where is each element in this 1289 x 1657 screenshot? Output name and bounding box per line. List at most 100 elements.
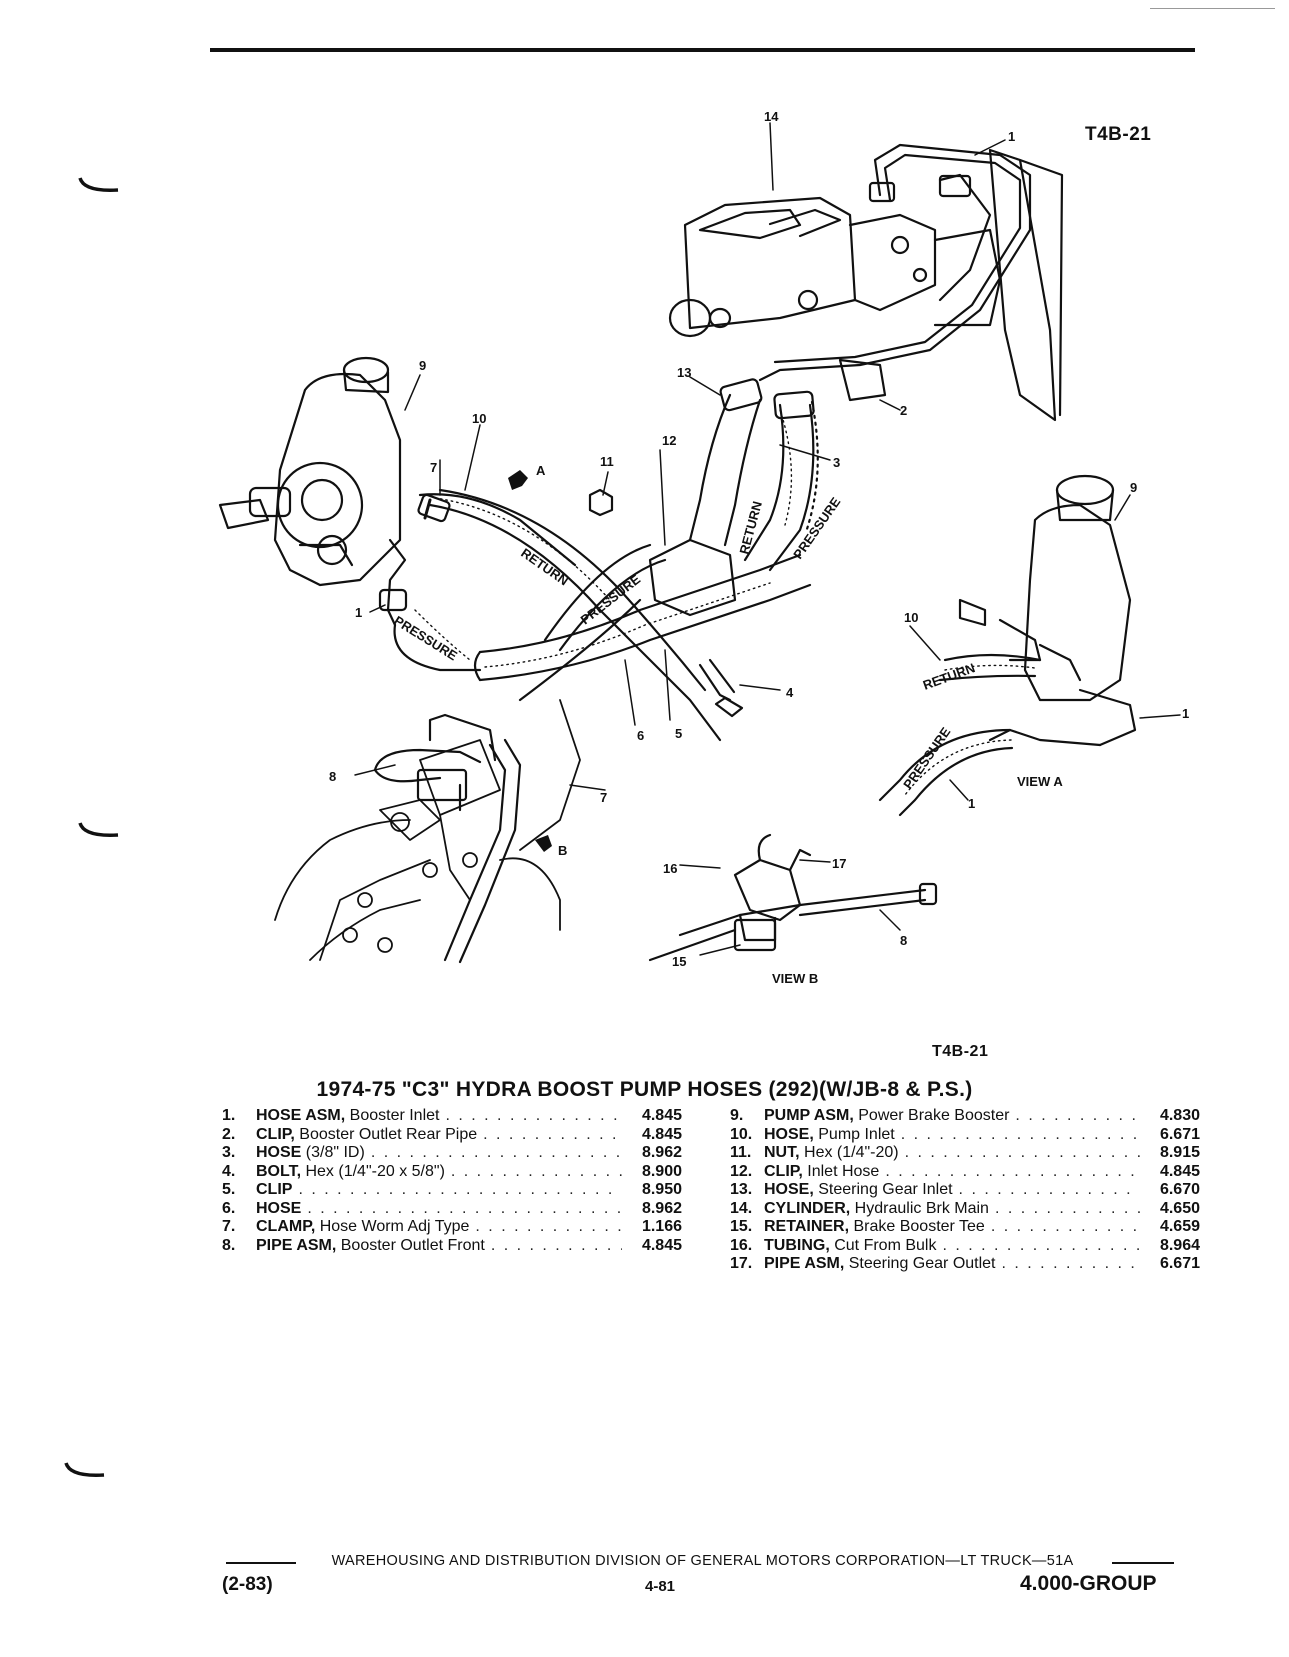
part-label: PIPE ASM, Booster Outlet Front xyxy=(256,1237,485,1256)
part-number: 11. xyxy=(730,1144,752,1161)
callout-7-upper: 7 xyxy=(430,460,437,475)
footer-page-number: 4-81 xyxy=(645,1578,676,1595)
dot-leader: . . . . . . . . . . . . . . . . . . . . … xyxy=(900,1125,1140,1143)
footer-dash-right xyxy=(1112,1562,1174,1564)
master-cylinder-drawing xyxy=(668,196,1002,338)
parts-list-row: 15.RETAINER, Brake Booster Tee. . . . . … xyxy=(730,1218,1200,1237)
part-description: Steering Gear Inlet xyxy=(813,1181,953,1198)
return-hose-label: RETURN xyxy=(518,545,571,588)
part-number: 17. xyxy=(730,1255,753,1272)
callout-12: 12 xyxy=(662,433,676,448)
part-group-code: 4.845 xyxy=(1159,1162,1200,1180)
part-name: CLAMP, xyxy=(256,1218,316,1235)
part-number: 7. xyxy=(222,1218,236,1235)
view-b-arrow xyxy=(535,835,552,852)
part-name: CLIP, xyxy=(256,1125,295,1143)
parts-list-row: 7. CLAMP, Hose Worm Adj Type . . . . . . .… xyxy=(222,1218,682,1237)
dot-leader: . . . . . . . . . . . . . . . . . . . . … xyxy=(475,1218,622,1235)
part-group-code: 6.671 xyxy=(1159,1255,1200,1272)
clip-12-drawing xyxy=(648,538,737,617)
callout-7-lower: 7 xyxy=(600,790,607,805)
part-group-code: 4.659 xyxy=(1159,1218,1200,1235)
pump-outlet-pipe xyxy=(386,538,407,627)
callout-10: 10 xyxy=(472,411,486,426)
callout-9: 9 xyxy=(419,358,426,373)
part-label: CYLINDER, Hydraulic Brk Main xyxy=(764,1200,989,1219)
dot-leader: . . . . . . . . . . . . . . . . . . . . … xyxy=(450,1162,622,1180)
part-label: CLAMP, Hose Worm Adj Type xyxy=(256,1218,469,1237)
callout-leaders xyxy=(354,122,1181,956)
part-number: 4. xyxy=(222,1162,236,1180)
parts-list-row: 13. HOSE, Steering Gear Inlet . . . . . . … xyxy=(730,1181,1200,1200)
dot-leader: . . . . . . . . . . . . . . . . . . . . … xyxy=(885,1162,1140,1180)
dot-leader: . . . . . . . . . . . . . . . . . . . . … xyxy=(490,1236,622,1254)
pressure-hose-label-view-a: PRESSURE xyxy=(900,724,953,791)
part-description: Steering Gear Outlet xyxy=(844,1255,996,1272)
callout-1-view-a-right: 1 xyxy=(1182,706,1189,721)
dot-leader: . . . . . . . . . . . . . . . . . . . . … xyxy=(994,1199,1140,1217)
callout-9-view-a: 9 xyxy=(1130,480,1137,495)
footer-group: 4.000-GROUP xyxy=(1020,1572,1157,1595)
part-label: HOSE, Steering Gear Inlet xyxy=(764,1181,953,1200)
part-group-code: 4.845 xyxy=(641,1236,682,1254)
callout-1-view-a-bottom: 1 xyxy=(968,796,975,811)
part-description: (3/8" ID) xyxy=(301,1144,365,1161)
part-number: 9. xyxy=(730,1107,744,1124)
part-name: CLIP xyxy=(256,1181,293,1198)
parts-list-row: 3.HOSE (3/8" ID). . . . . . . . . . . . … xyxy=(222,1144,682,1163)
part-description: Hydraulic Brk Main xyxy=(850,1199,989,1217)
part-number: 13. xyxy=(730,1181,753,1198)
return-hose-label-vertical: RETURN xyxy=(736,500,765,556)
pressure-hose-label-right: PRESSURE xyxy=(790,494,843,561)
dot-leader: . . . . . . . . . . . . . . . . . . . . … xyxy=(958,1181,1140,1198)
part-name: HOSE xyxy=(256,1199,302,1217)
part-description: Booster Inlet xyxy=(345,1107,440,1124)
parts-list-row: 8. PIPE ASM, Booster Outlet Front . . . . … xyxy=(222,1237,682,1256)
return-hose-label-view-a: RETURN xyxy=(921,660,977,693)
callout-4: 4 xyxy=(786,685,794,700)
part-group-code: 1.166 xyxy=(641,1218,682,1235)
part-number: 1. xyxy=(222,1107,236,1124)
part-group-code: 8.900 xyxy=(641,1162,682,1180)
callout-10-view-a: 10 xyxy=(904,610,918,625)
dot-leader: . . . . . . . . . . . . . . . . . . . . … xyxy=(904,1144,1140,1161)
parts-list-row: 9.PUMP ASM, Power Brake Booster. . . . .… xyxy=(730,1107,1200,1126)
part-number: 8. xyxy=(222,1236,236,1254)
callout-17: 17 xyxy=(832,856,846,871)
dot-leader: . . . . . . . . . . . . . . . . . . . . … xyxy=(1015,1107,1140,1124)
callout-14: 14 xyxy=(764,109,779,124)
part-number: 2. xyxy=(222,1125,236,1143)
part-group-code: 8.962 xyxy=(641,1199,682,1217)
parts-list-row: 11. NUT, Hex (1/4"-20) . . . . . . . . . .… xyxy=(730,1144,1200,1163)
part-name: PIPE ASM, xyxy=(764,1255,845,1272)
footer-division-line: WAREHOUSING AND DISTRIBUTION DIVISION OF… xyxy=(331,1553,1074,1569)
part-label: BOLT, Hex (1/4"-20 x 5/8") xyxy=(256,1163,445,1182)
part-label: CLIP, Booster Outlet Rear Pipe xyxy=(256,1126,477,1145)
footer-dash-left xyxy=(226,1562,296,1564)
part-number: 12. xyxy=(730,1162,753,1180)
callout-11: 11 xyxy=(600,454,614,469)
part-label: NUT, Hex (1/4"-20) xyxy=(764,1144,899,1163)
part-number: 6. xyxy=(222,1199,236,1217)
steering-hoses xyxy=(688,378,819,572)
part-description: Hex (1/4"-20 x 5/8") xyxy=(301,1162,445,1180)
parts-list-title: 1974-75 "C3" HYDRA BOOST PUMP HOSES (292… xyxy=(316,1078,973,1101)
part-group-code: 4.845 xyxy=(641,1107,682,1124)
parts-list-row: 2.CLIP, Booster Outlet Rear Pipe. . . . … xyxy=(222,1126,682,1145)
part-name: TUBING, xyxy=(764,1236,830,1254)
part-label: TUBING, Cut From Bulk xyxy=(764,1237,936,1256)
part-group-code: 8.950 xyxy=(641,1181,682,1198)
dot-leader: . . . . . . . . . . . . . . . . . . . . … xyxy=(445,1107,622,1124)
clip-2-drawing xyxy=(838,358,887,402)
dot-leader: . . . . . . . . . . . . . . . . . . . . … xyxy=(370,1144,622,1161)
hose-stipple xyxy=(414,409,793,668)
corner-line xyxy=(1150,8,1275,9)
dot-leader: . . . . . . . . . . . . . . . . . . . . … xyxy=(942,1236,1140,1254)
part-number: 14. xyxy=(730,1199,753,1217)
callout-13: 13 xyxy=(677,365,691,380)
callout-16: 16 xyxy=(663,861,677,876)
callout-6: 6 xyxy=(637,728,644,743)
callout-8: 8 xyxy=(329,769,336,784)
parts-list-row: 10.HOSE, Pump Inlet. . . . . . . . . . .… xyxy=(730,1126,1200,1145)
part-label: HOSE, Pump Inlet xyxy=(764,1126,895,1145)
